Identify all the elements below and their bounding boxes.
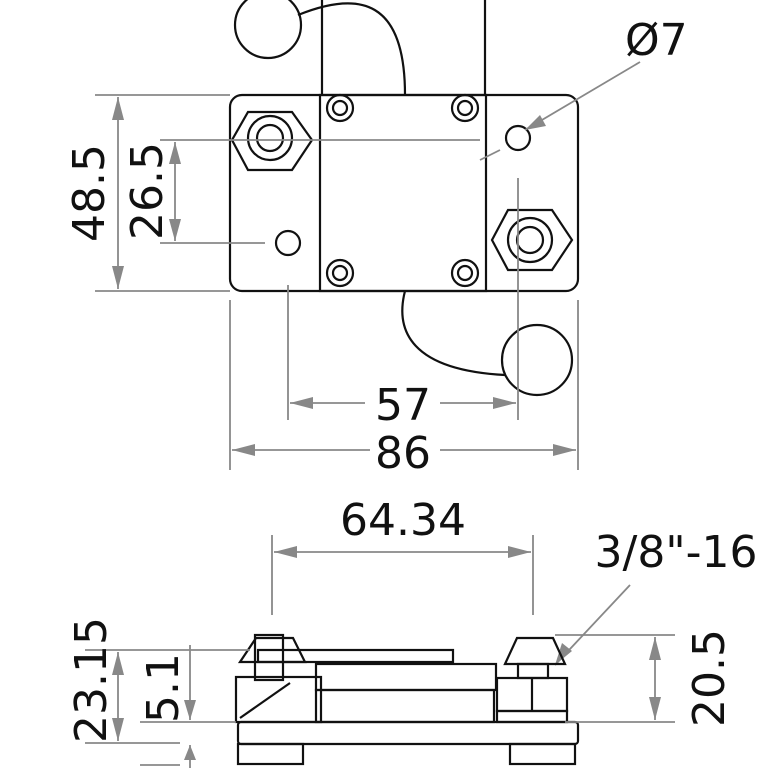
hole-spacing-height-label: 26.5 bbox=[122, 142, 173, 240]
stud-height-label: 20.5 bbox=[684, 629, 735, 727]
hole-diameter-label: Ø7 bbox=[625, 15, 688, 66]
stud-spacing-label: 64.34 bbox=[340, 495, 466, 546]
base-thickness-label: 5.1 bbox=[138, 653, 189, 723]
hole-spacing-width-label: 57 bbox=[375, 380, 431, 431]
overall-width-label: 86 bbox=[375, 428, 431, 479]
terminal-cap-bottom bbox=[500, 323, 574, 397]
screw-heads bbox=[325, 93, 480, 288]
left-stud-nut bbox=[230, 110, 314, 172]
top-view: Ø7 48.5 26.5 57 86 bbox=[64, 0, 688, 479]
mount-hole-right bbox=[504, 124, 532, 152]
overall-side-height-label: 23.15 bbox=[66, 617, 117, 743]
right-stud-nut bbox=[490, 208, 574, 272]
thread-spec-label: 3/8"-16 bbox=[595, 527, 758, 578]
center-housing bbox=[318, 93, 488, 293]
wire-bottom bbox=[401, 290, 506, 377]
right-stud-top bbox=[503, 636, 567, 666]
side-base bbox=[236, 720, 580, 746]
wire-top bbox=[297, 2, 407, 96]
side-view: 64.34 3/8"-16 23.15 5.1 bbox=[66, 495, 757, 768]
overall-height-label: 48.5 bbox=[64, 144, 115, 242]
terminal-cap-top bbox=[233, 0, 303, 60]
mount-hole-left bbox=[274, 229, 302, 257]
